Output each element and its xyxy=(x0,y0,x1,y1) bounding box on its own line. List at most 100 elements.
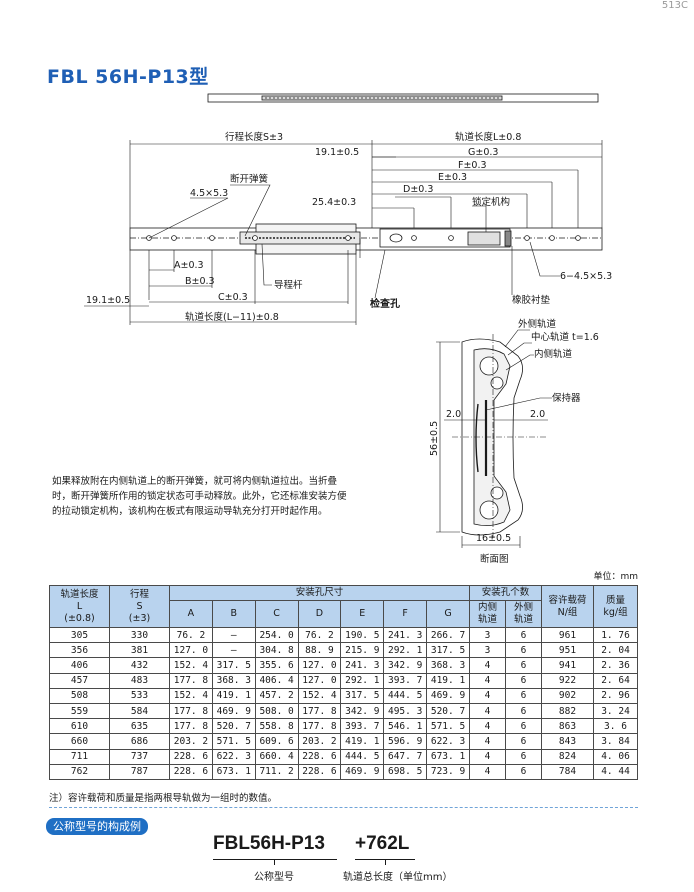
page-title: FBL 56H-P13型 xyxy=(47,66,209,88)
table-cell: 571. 5 xyxy=(211,733,256,750)
table-cell: 784 xyxy=(541,763,594,780)
table-cell: 4. 06 xyxy=(593,748,638,765)
dim-e: E±0.3 xyxy=(438,172,467,183)
table-cell: 152. 4 xyxy=(169,657,213,674)
table-cell: 635 xyxy=(109,718,170,735)
dim-rail-l11: 轨道长度(L−11)±0.8 xyxy=(185,311,279,323)
table-cell: 76. 2 xyxy=(169,626,213,644)
table-cell: 419. 1 xyxy=(340,733,385,750)
table-cell: 610 xyxy=(49,718,110,735)
table-cell: 3 xyxy=(469,642,506,659)
table-cell: 4 xyxy=(469,733,506,750)
header-load: 容许载荷 N/组 xyxy=(541,585,594,628)
table-cell: 3. 24 xyxy=(593,702,638,720)
table-cell: 177. 8 xyxy=(169,672,213,689)
table-cell: 6 xyxy=(505,733,542,750)
leader-lines xyxy=(148,184,560,299)
table-cell: 4 xyxy=(469,763,506,780)
table-cell: 317. 5 xyxy=(426,642,470,659)
table-cell: 546. 1 xyxy=(383,718,428,735)
table-cell: 3 xyxy=(469,626,506,644)
table-cell: 356 xyxy=(49,642,110,659)
table-cell: 6 xyxy=(505,657,542,674)
table-cell: 824 xyxy=(541,748,594,765)
table-cell: 647. 7 xyxy=(383,748,428,765)
dim-gap-right: 2.0 xyxy=(530,409,545,420)
table-cell: 419. 1 xyxy=(426,672,470,689)
label-center-rail: 中心轨道 t=1.6 xyxy=(531,331,599,343)
table-cell: 152. 4 xyxy=(297,687,342,704)
table-cell: 368. 3 xyxy=(426,657,470,674)
table-cell: 609. 6 xyxy=(254,733,299,750)
table-cell: 292. 1 xyxy=(340,672,385,689)
dim-b: B±0.3 xyxy=(185,276,215,287)
table-cell: 406. 4 xyxy=(254,672,299,689)
table-cell: 2. 96 xyxy=(593,687,638,704)
dim-19-1-left: 19.1±0.5 xyxy=(86,295,130,306)
table-cell: — xyxy=(211,642,256,659)
table-cell: 6 xyxy=(505,763,542,780)
label-inner-rail: 内侧轨道 xyxy=(534,348,573,360)
table-cell: 177. 8 xyxy=(297,702,342,720)
header-mass: 质量 kg/组 xyxy=(593,585,638,628)
table-cell: 444. 5 xyxy=(340,748,385,765)
table-cell: 127. 0 xyxy=(297,657,342,674)
table-cell: 6 xyxy=(505,748,542,765)
label-rubber-pad: 橡胶衬垫 xyxy=(512,294,551,306)
table-cell: 2. 64 xyxy=(593,672,638,689)
table-cell: 228. 6 xyxy=(297,748,342,765)
header-d: D xyxy=(297,600,342,628)
label-retainer: 保持器 xyxy=(552,392,581,404)
table-cell: 177. 8 xyxy=(297,718,342,735)
table-cell: 6 xyxy=(505,642,542,659)
table-note: 注）容许载荷和质量是指两根导轨做为一组时的数值。 xyxy=(49,793,278,804)
table-cell: 533 xyxy=(109,687,170,704)
table-cell: 4 xyxy=(469,748,506,765)
table-cell: 673. 1 xyxy=(211,763,256,780)
dim-d: D±0.3 xyxy=(403,184,433,195)
table-cell: 228. 6 xyxy=(297,763,342,780)
table-cell: 406 xyxy=(49,657,110,674)
dim-a: A±0.3 xyxy=(174,260,204,271)
label-break-spring: 断开弹簧 xyxy=(230,173,269,185)
table-cell: 660 xyxy=(49,733,110,750)
unit-label: 单位：mm xyxy=(593,572,638,582)
table-cell: 723. 9 xyxy=(426,763,470,780)
table-cell: 305 xyxy=(49,626,110,644)
table-cell: 961 xyxy=(541,626,594,644)
table-cell: 686 xyxy=(109,733,170,750)
dim-c: C±0.3 xyxy=(218,292,248,303)
table-cell: 1. 76 xyxy=(593,626,638,644)
section-caption: 断面图 xyxy=(480,553,509,565)
table-cell: 951 xyxy=(541,642,594,659)
table-cell: 368. 3 xyxy=(211,672,256,689)
page-code: 513C xyxy=(661,0,688,11)
technical-drawing: 行程长度S±3 轨道长度L±0.8 19.1±0.5 G±0.3 F±0.3 E… xyxy=(84,93,612,565)
model-caption: 公称型号 xyxy=(254,872,294,883)
extended-slide-view xyxy=(207,93,599,103)
table-cell: — xyxy=(211,626,256,644)
table-cell: 941 xyxy=(541,657,594,674)
table-cell: 342. 9 xyxy=(383,657,428,674)
table-cell: 711 xyxy=(49,748,110,765)
section-divider xyxy=(49,807,638,808)
example-model: FBL56H-P13 xyxy=(213,833,325,854)
table-cell: 902 xyxy=(541,687,594,704)
table-cell: 737 xyxy=(109,748,170,765)
table-cell: 622. 3 xyxy=(211,748,256,765)
table-cell: 241. 3 xyxy=(340,657,385,674)
model-underline xyxy=(213,859,337,860)
label-outer-rail: 外侧轨道 xyxy=(518,318,557,330)
section-dimension-lines xyxy=(436,329,552,548)
table-cell: 4 xyxy=(469,718,506,735)
header-rail-length: 轨道长度 L (±0.8) xyxy=(49,585,110,628)
table-cell: 317. 5 xyxy=(340,687,385,704)
table-cell: 419. 1 xyxy=(211,687,256,704)
dimension-lines xyxy=(84,140,603,325)
